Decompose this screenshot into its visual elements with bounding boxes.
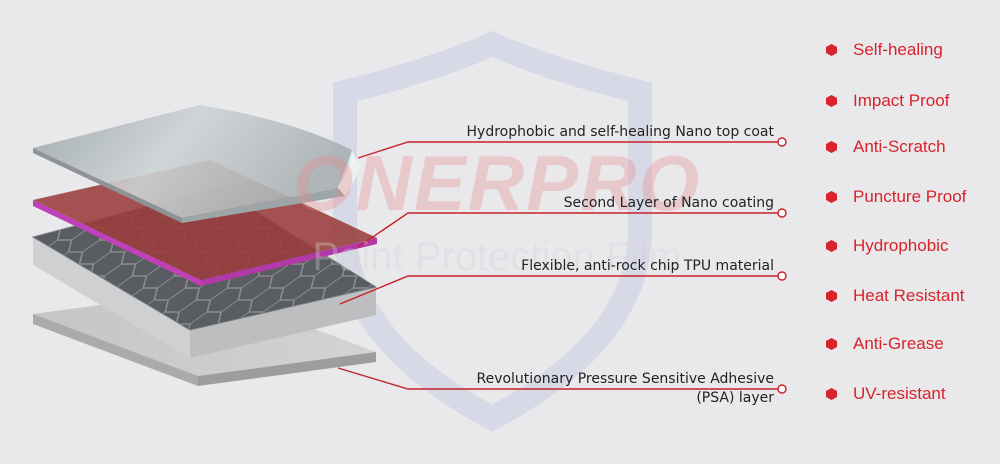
leader-line-topcoat [357, 141, 778, 159]
leader-line-tpu [339, 275, 778, 305]
feature-heat-resistant: Heat Resistant [826, 284, 965, 308]
leader-lines [337, 137, 787, 394]
leader-end-nano [777, 208, 787, 218]
layer-label-psa: Revolutionary Pressure Sensitive Adhesiv… [476, 371, 774, 406]
feature-impact-proof: Impact Proof [826, 89, 949, 113]
feature-hydrophobic: Hydrophobic [826, 234, 948, 258]
layer-label-topcoat: Hydrophobic and self-healing Nano top co… [466, 124, 774, 140]
leader-end-tpu [777, 271, 787, 281]
feature-puncture-proof: Puncture Proof [826, 185, 966, 209]
feature-self-healing: Self-healing [826, 38, 943, 62]
layer-label-tpu: Flexible, anti-rock chip TPU material [521, 258, 774, 274]
hexagon-bullet-icon [826, 141, 837, 153]
watermark-tagline: Paint Protection Film [312, 235, 681, 279]
hexagon-bullet-icon [826, 240, 837, 252]
feature-anti-scratch: Anti-Scratch [826, 135, 946, 159]
hexagon-bullet-icon [826, 95, 837, 107]
feature-anti-grease: Anti-Grease [826, 332, 944, 356]
leader-end-topcoat [777, 137, 787, 147]
hexagon-bullet-icon [826, 388, 837, 400]
watermark-shield [333, 30, 652, 432]
leader-line-psa [337, 367, 778, 390]
leader-end-psa [777, 384, 787, 394]
hexagon-bullet-icon [826, 191, 837, 203]
hexagon-bullet-icon [826, 290, 837, 302]
feature-uv-resistant: UV-resistant [826, 382, 946, 406]
leader-line-nano [357, 212, 778, 248]
layer-label-nano: Second Layer of Nano coating [563, 195, 774, 211]
topcoat-layer [33, 105, 362, 223]
watermark-brand: ONERPRO [293, 139, 701, 227]
hexagon-bullet-icon [826, 44, 837, 56]
hexagon-bullet-icon [826, 338, 837, 350]
watermark-text: ONERPRO Paint Protection Film [293, 139, 701, 279]
